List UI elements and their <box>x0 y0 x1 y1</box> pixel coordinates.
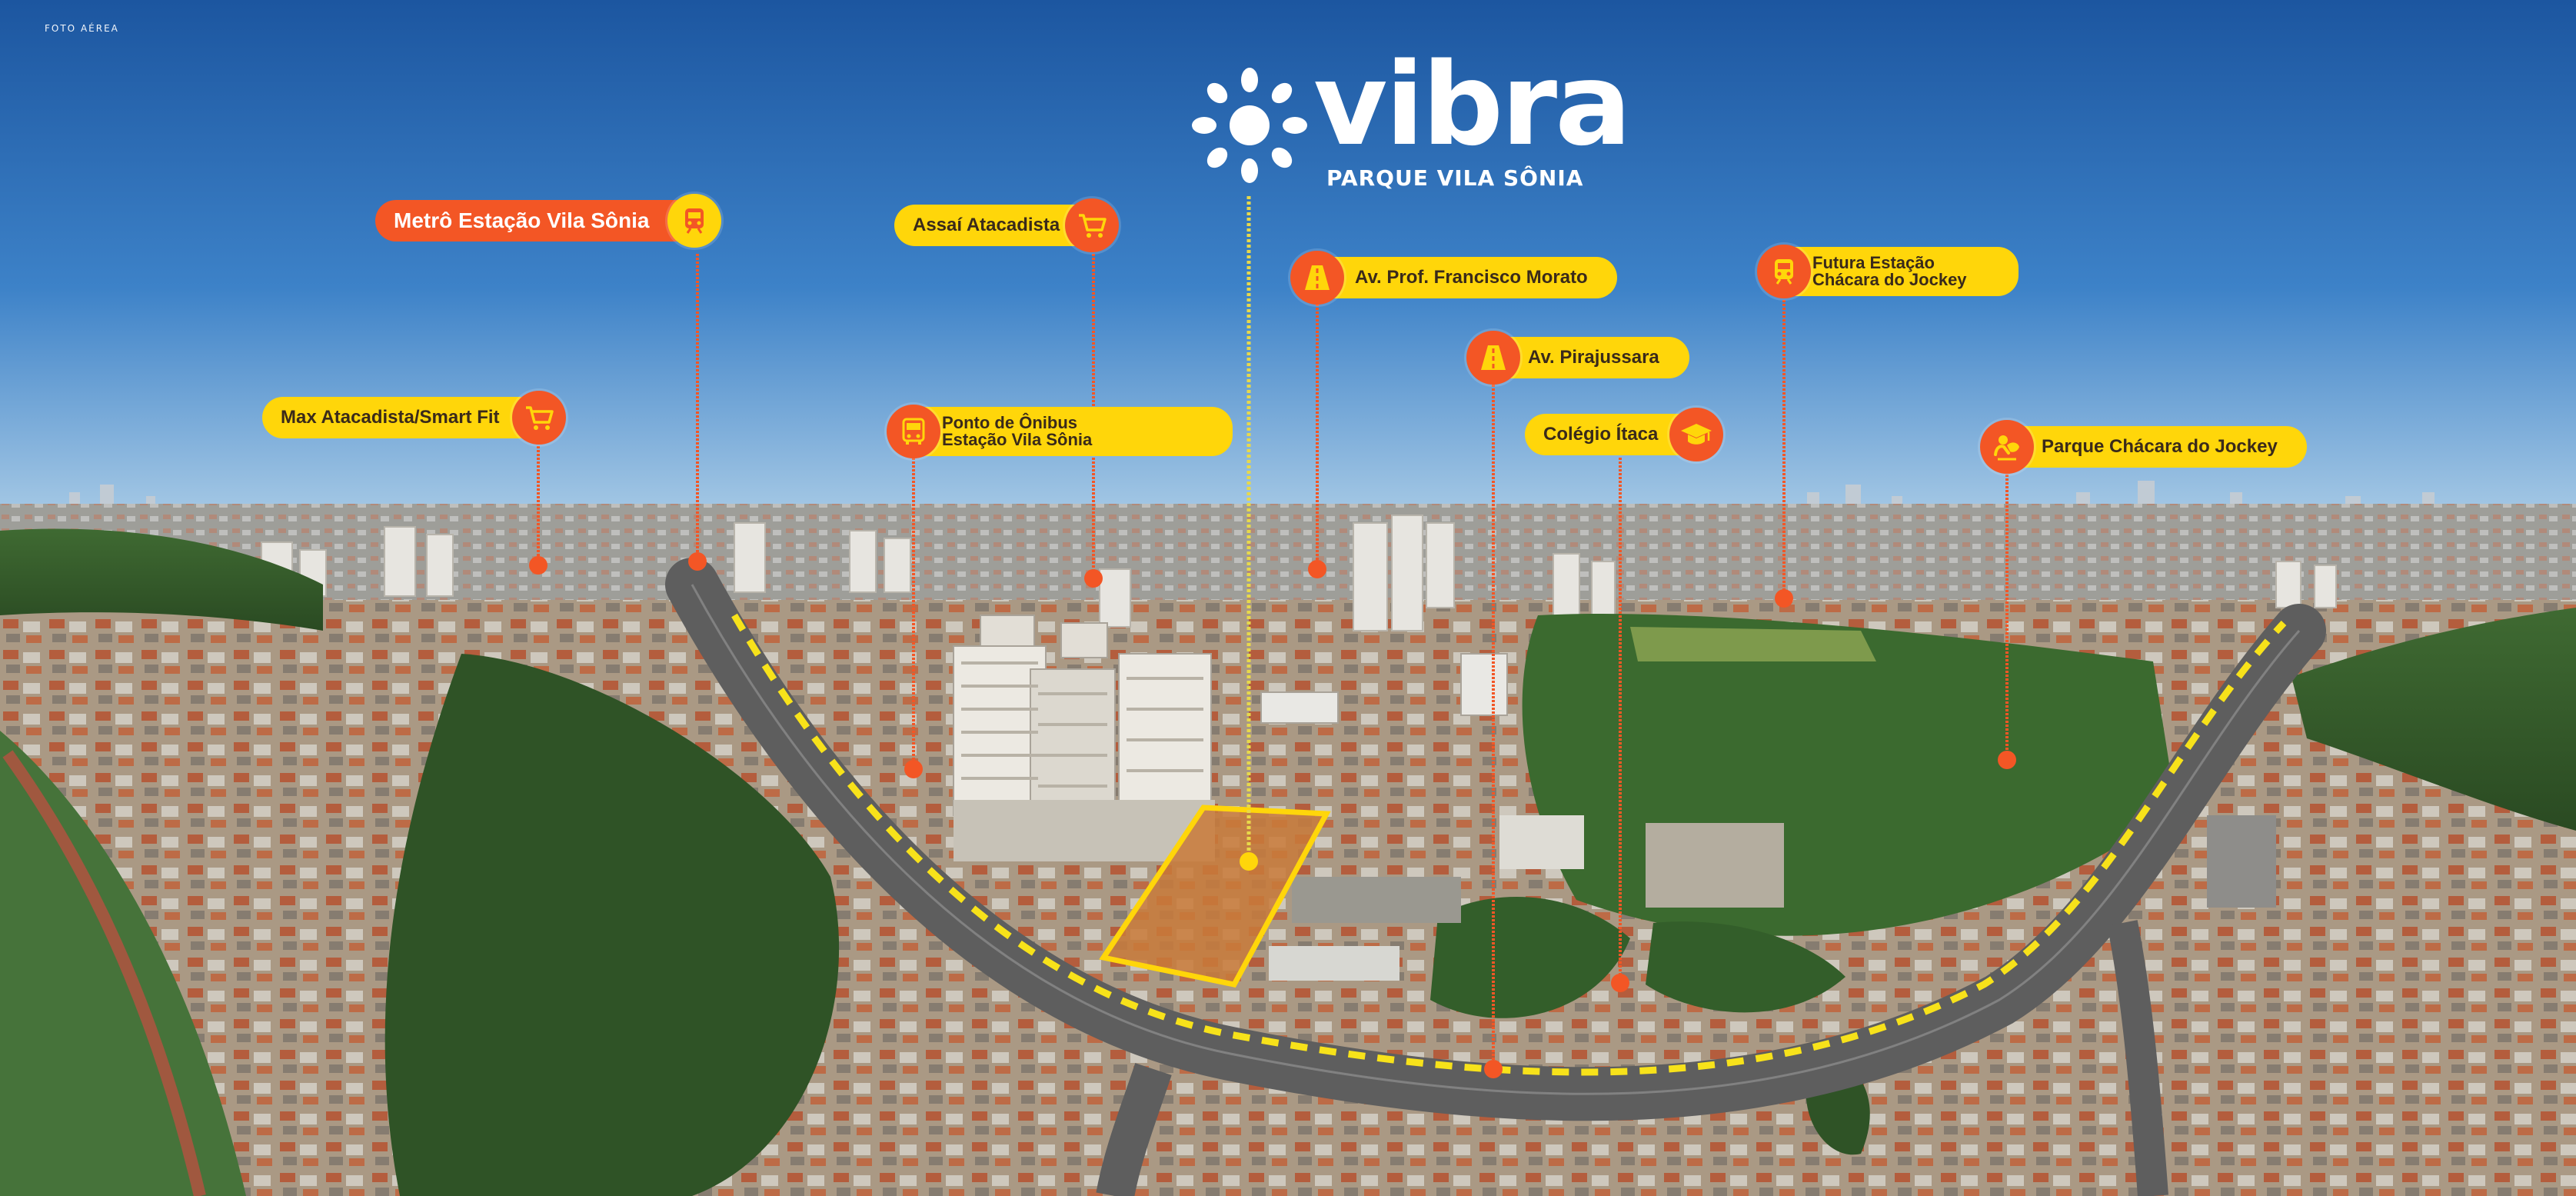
brand-logo: vibra PARQUE VILA SÔNIA <box>1192 48 1632 192</box>
poi-futura-estacao[interactable]: Futura Estação Chácara do Jockey <box>1757 245 2019 298</box>
train-icon <box>685 208 704 234</box>
poi-text: Av. Prof. Francisco Morato <box>1355 267 1588 288</box>
shopping-cart-icon <box>526 406 554 430</box>
poi-av-pirajussara[interactable]: Av. Pirajussara <box>1466 331 1697 385</box>
poi-max-atacadista[interactable]: Max Atacadista/Smart Fit <box>262 391 570 445</box>
poi-label: Ponto de Ônibus Estação Vila Sônia <box>902 407 1233 456</box>
poi-label: Av. Prof. Francisco Morato <box>1306 257 1617 298</box>
park-icon <box>1994 435 2019 461</box>
project-site-plot <box>1099 805 1331 988</box>
brand-name: vibra <box>1313 38 1632 171</box>
poi-text: Av. Pirajussara <box>1528 347 1659 368</box>
poi-metro[interactable]: Metrô Estação Vila Sônia <box>375 194 729 248</box>
poi-text: Metrô Estação Vila Sônia <box>394 208 650 232</box>
poi-text-line2: Estação Vila Sônia <box>942 430 1093 449</box>
poi-text: Colégio Ítaca <box>1543 424 1659 445</box>
poi-colegio-itaca[interactable]: Colégio Ítaca <box>1525 408 1725 461</box>
poi-text-line2: Chácara do Jockey <box>1812 270 1967 289</box>
road-icon <box>1481 345 1506 370</box>
shopping-cart-icon <box>1079 214 1107 238</box>
poi-label: Metrô Estação Vila Sônia <box>375 200 698 242</box>
poi-text: Max Atacadista/Smart Fit <box>281 407 500 428</box>
photo-label: FOTO AÉREA <box>45 23 119 34</box>
poi-av-francisco-morato[interactable]: Av. Prof. Francisco Morato <box>1290 251 1617 305</box>
poi-label: Parque Chácara do Jockey <box>1995 426 2307 468</box>
sun-flower-icon <box>1192 68 1307 183</box>
poi-text-line1: Ponto de Ônibus <box>942 413 1077 432</box>
poi-ponto-onibus[interactable]: Ponto de Ônibus Estação Vila Sônia <box>887 405 1233 458</box>
poi-assai-atacadista[interactable]: Assaí Atacadista <box>894 198 1125 252</box>
poi-text: Assaí Atacadista <box>913 215 1060 235</box>
poi-text-line1: Futura Estação <box>1812 253 1935 272</box>
poi-label: Futura Estação Chácara do Jockey <box>1772 247 2019 296</box>
train-icon <box>1775 259 1793 285</box>
bus-icon <box>902 418 925 445</box>
poi-parque-chacara[interactable]: Parque Chácara do Jockey <box>1980 420 2307 474</box>
brand-tagline: PARQUE VILA SÔNIA <box>1326 165 1584 191</box>
poi-text: Parque Chácara do Jockey <box>2042 436 2278 457</box>
road-icon <box>1305 265 1330 290</box>
graduation-cap-icon <box>1681 424 1712 445</box>
poi-label: Max Atacadista/Smart Fit <box>262 397 539 438</box>
